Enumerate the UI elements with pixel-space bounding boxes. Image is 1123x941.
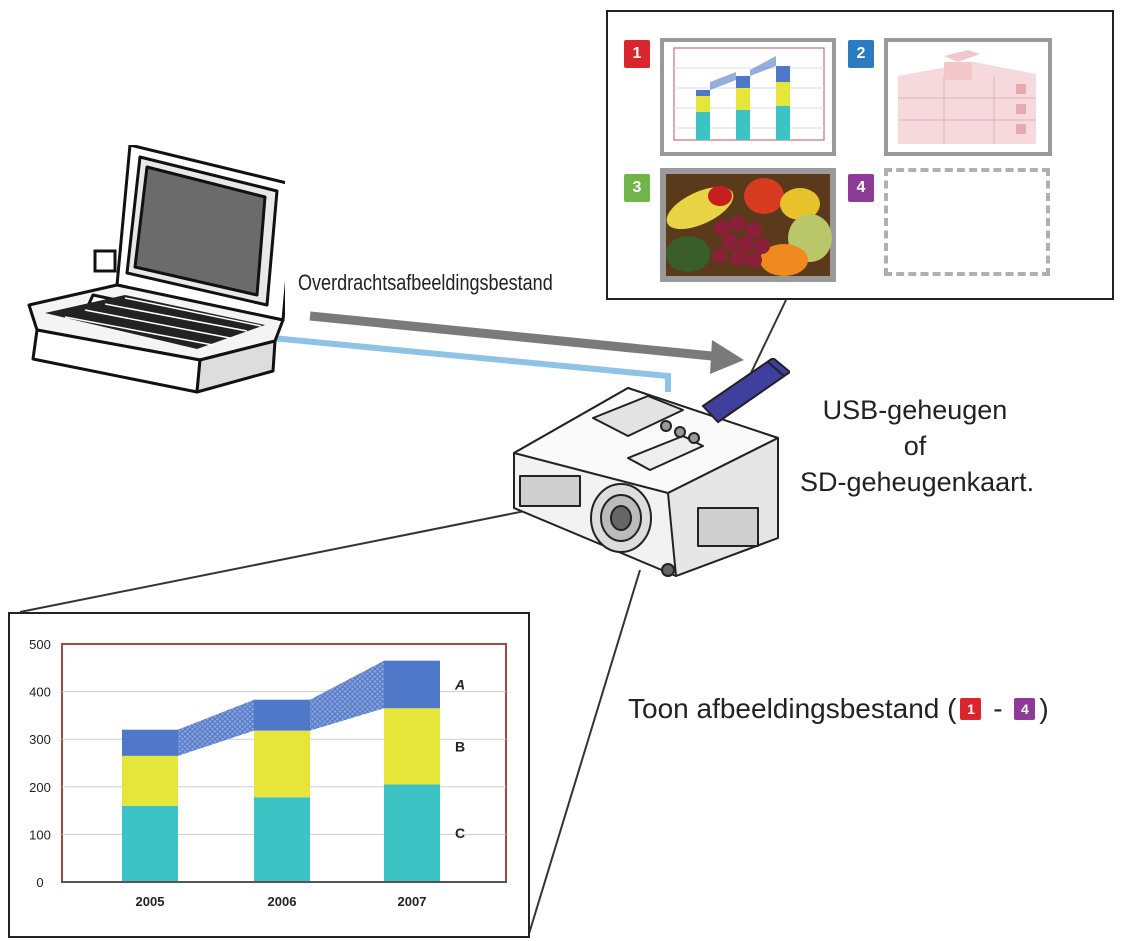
projected-chart-panel: 0 100 200 300 400 500 2005 2006 2007 C B A [8, 612, 530, 938]
y-tick-label: 300 [29, 732, 51, 747]
laptop-illustration [27, 145, 285, 394]
thumbnail-2-blocks [884, 38, 1052, 156]
bar-segment-a [254, 699, 310, 731]
projector-illustration [513, 358, 790, 577]
y-tick-label: 200 [29, 780, 51, 795]
display-label-suffix: ) [1039, 693, 1049, 724]
thumbnail-1-chart [660, 38, 836, 156]
bar-segment-c [122, 805, 178, 882]
thumbnail-4-empty [884, 168, 1050, 276]
display-label-prefix: Toon afbeeldingsbestand ( [628, 693, 957, 724]
storage-label-line-1: USB-geheugen [822, 395, 1008, 425]
display-badge-1: 1 [960, 698, 982, 720]
storage-label-line-3: SD-geheugenkaart. [800, 467, 1035, 497]
y-tick-label: 0 [36, 875, 43, 890]
y-tick-label: 400 [29, 685, 51, 700]
bar-segment-c [254, 797, 310, 882]
display-label: Toon afbeeldingsbestand ( 1 - 4 ) [628, 693, 1049, 725]
x-tick-label: 2006 [268, 894, 297, 909]
bar-segment-c [384, 784, 440, 882]
series-a-connector [178, 699, 254, 756]
thumbnail-3-fruit-photo [660, 168, 836, 282]
bar-segment-b [122, 755, 178, 806]
transfer-label: Overdrachtsafbeeldingsbestand [298, 270, 553, 295]
storage-label-line-2: of [903, 431, 927, 461]
stacked-bar-chart: 0 100 200 300 400 500 2005 2006 2007 C B A [29, 637, 507, 909]
bar-segment-b [254, 730, 310, 798]
series-label-a: A [454, 676, 465, 692]
x-tick-label: 2005 [136, 894, 165, 909]
thumbnail-badge-4: 4 [848, 174, 874, 202]
bar-segment-b [384, 708, 440, 785]
y-tick-label: 500 [29, 637, 51, 652]
storage-label: USB-geheugen of SD-geheugenkaart. [800, 392, 1035, 500]
thumbnail-panel: 1 2 3 4 [606, 10, 1114, 300]
bar-segment-a [384, 660, 440, 709]
display-label-separator: - [985, 693, 1011, 724]
thumbnail-badge-2: 2 [848, 40, 874, 68]
display-badge-4: 4 [1014, 698, 1036, 720]
y-tick-label: 100 [29, 827, 51, 842]
thumbnail-badge-3: 3 [624, 174, 650, 202]
series-label-c: C [455, 825, 465, 841]
x-tick-label: 2007 [398, 894, 427, 909]
series-a-connector [310, 660, 384, 731]
series-label-b: B [455, 738, 465, 754]
bar-segment-a [122, 729, 178, 756]
thumbnail-badge-1: 1 [624, 40, 650, 68]
